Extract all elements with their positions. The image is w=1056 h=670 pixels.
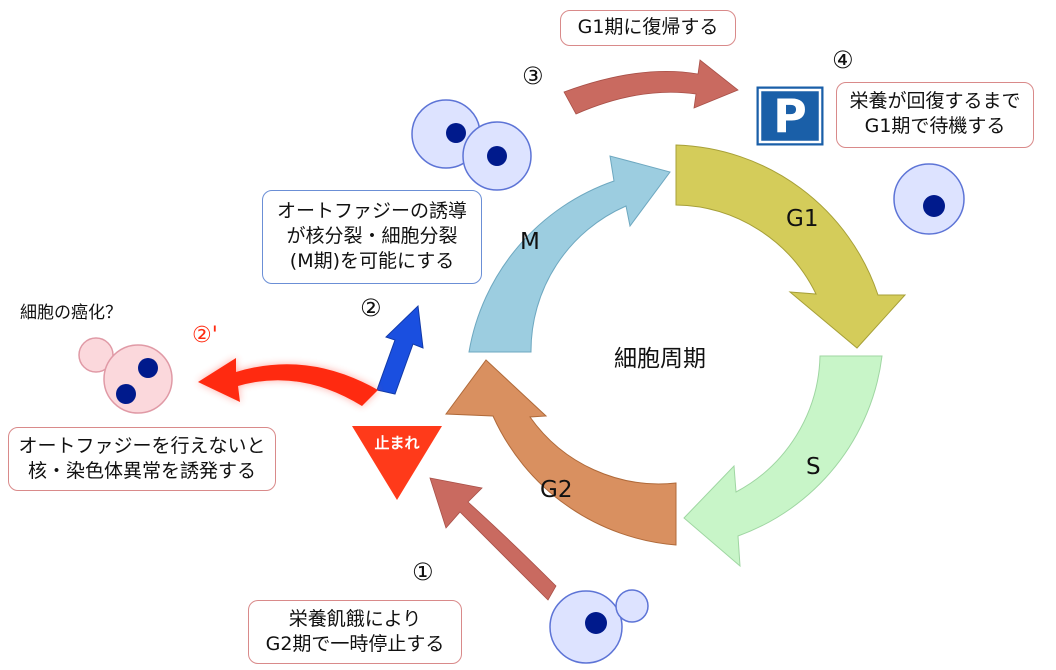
wait-g1-box: 栄養が回復するまで G1期で待機する [836, 82, 1034, 148]
starvation-box: 栄養飢餓により G2期で一時停止する [248, 600, 462, 664]
stop-sign-label: 止まれ [374, 434, 419, 452]
return-g1-text: G1期に復帰する [577, 16, 719, 38]
abnormal-cell-nucleus-1 [138, 358, 158, 378]
m-phase-label: M [520, 229, 540, 255]
return-g1-arrow [563, 59, 739, 115]
no-autophagy-box: オートファジーを行えないと 核・染色体異常を誘発する [8, 427, 276, 491]
s-phase-arrow [683, 355, 883, 568]
return-g1-box: G1期に復帰する [560, 10, 736, 46]
stop-sign [352, 426, 442, 500]
starving-cell-nucleus [585, 612, 607, 634]
abnormal-cell-nucleus-2 [116, 384, 136, 404]
autophagy-induction-line-3: (M期)を可能にする [289, 250, 455, 272]
starvation-line-1: 栄養飢餓により [288, 608, 422, 630]
autophagy-induction-line-1: オートファジーの誘導 [276, 200, 467, 222]
wait-g1-line-1: 栄養が回復するまで [849, 90, 1021, 112]
parking-sign-border [758, 88, 822, 144]
starving-cell-bud [615, 589, 649, 623]
g1-phase-label: G1 [786, 206, 818, 232]
step-marker-two-prime: ②' [192, 323, 218, 348]
step-marker-two: ② [360, 294, 382, 322]
parking-sign [755, 85, 825, 147]
step-marker-four: ④ [832, 46, 854, 74]
dividing-cell-right-nucleus [487, 146, 507, 166]
g1-waiting-cell-nucleus [923, 195, 945, 217]
canceration-arrow [198, 358, 378, 406]
autophagy-induction-box: オートファジーの誘導 が核分裂・細胞分裂 (M期)を可能にする [262, 190, 482, 284]
canceration-label: 細胞の癌化？ [20, 303, 122, 323]
s-phase-label: S [806, 454, 821, 480]
parking-sign-letter: P [773, 89, 807, 143]
m-phase-arrow [468, 155, 671, 353]
g2-phase-label: G2 [540, 477, 572, 503]
g2-phase-arrow [445, 359, 677, 546]
starvation-arrow [429, 477, 557, 601]
g1-phase-arrow [675, 144, 907, 349]
no-autophagy-line-1: オートファジーを行えないと [18, 435, 266, 457]
autophagy-induction-arrow [376, 304, 424, 395]
step-marker-one: ① [412, 558, 434, 586]
starvation-line-2: G2期で一時停止する [265, 633, 445, 655]
step-marker-three: ③ [522, 62, 544, 90]
no-autophagy-line-2: 核・染色体異常を誘発する [27, 460, 256, 482]
autophagy-induction-line-2: が核分裂・細胞分裂 [286, 225, 458, 247]
dividing-cell-left-nucleus [446, 123, 466, 143]
wait-g1-line-2: G1期で待機する [864, 115, 1006, 137]
abnormal-cell [103, 344, 173, 414]
cell-cycle-center-label: 細胞周期 [614, 346, 706, 372]
